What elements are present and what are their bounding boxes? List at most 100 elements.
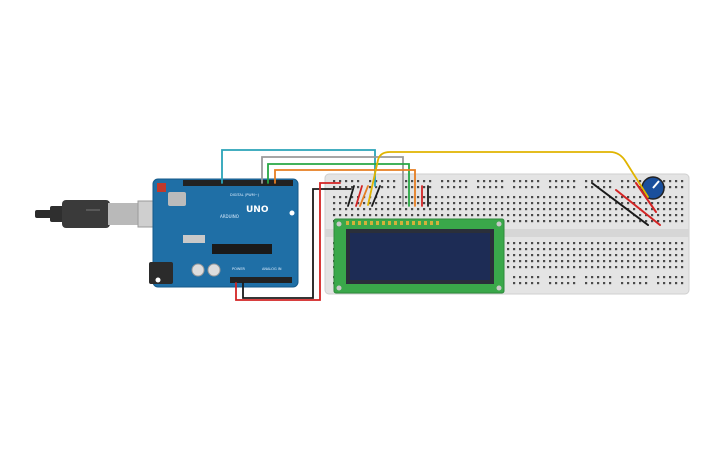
breadboard-hole (573, 202, 576, 205)
lcd-pin (418, 221, 421, 225)
breadboard-hole (645, 266, 648, 269)
breadboard-hole (657, 276, 660, 279)
breadboard-hole (351, 214, 354, 217)
arduino-board[interactable]: UNO ARDUINO DIGITAL (PWM~) POWER ANALOG … (149, 178, 299, 288)
breadboard-hole (489, 202, 492, 205)
breadboard-hole (351, 208, 354, 211)
breadboard-hole (573, 282, 576, 285)
breadboard-hole (579, 242, 582, 245)
board-brand: ARDUINO (220, 214, 239, 219)
breadboard-hole (357, 180, 360, 183)
breadboard-hole (591, 254, 594, 257)
breadboard-hole (513, 220, 516, 223)
breadboard-hole (621, 196, 624, 199)
lcd-screen (350, 233, 490, 280)
breadboard-hole (561, 266, 564, 269)
breadboard-hole (531, 214, 534, 217)
breadboard-hole (483, 214, 486, 217)
breadboard-hole (543, 208, 546, 211)
breadboard-hole (429, 202, 432, 205)
power-analog-header[interactable] (230, 277, 292, 283)
breadboard-hole (633, 242, 636, 245)
lcd-pin (382, 221, 385, 225)
lcd-pin (376, 221, 379, 225)
breadboard-hole (627, 196, 630, 199)
breadboard-hole (495, 208, 498, 211)
breadboard-hole (603, 266, 606, 269)
breadboard-hole (603, 208, 606, 211)
breadboard-hole (627, 260, 630, 263)
breadboard-hole (471, 196, 474, 199)
breadboard-hole (681, 248, 684, 251)
breadboard-hole (489, 186, 492, 189)
breadboard-hole (537, 186, 540, 189)
breadboard-hole (393, 214, 396, 217)
breadboard-hole (441, 202, 444, 205)
breadboard-hole (621, 248, 624, 251)
lcd-pins (346, 221, 439, 225)
breadboard-hole (447, 208, 450, 211)
breadboard-hole (447, 202, 450, 205)
breadboard-hole (357, 202, 360, 205)
breadboard-hole (537, 202, 540, 205)
breadboard-hole (669, 276, 672, 279)
breadboard-hole (573, 180, 576, 183)
breadboard-hole (585, 248, 588, 251)
breadboard-hole (471, 202, 474, 205)
breadboard-hole (447, 180, 450, 183)
breadboard-hole (657, 242, 660, 245)
breadboard-hole (609, 276, 612, 279)
breadboard-hole (597, 266, 600, 269)
breadboard-hole (645, 220, 648, 223)
breadboard-hole (627, 248, 630, 251)
breadboard-hole (519, 220, 522, 223)
breadboard-hole (501, 180, 504, 183)
breadboard-hole (681, 254, 684, 257)
breadboard-hole (537, 266, 540, 269)
lcd-pin (436, 221, 439, 225)
breadboard-hole (663, 180, 666, 183)
breadboard-hole (585, 208, 588, 211)
breadboard-hole (633, 276, 636, 279)
breadboard-hole (627, 202, 630, 205)
breadboard-hole (651, 260, 654, 263)
breadboard-hole (381, 180, 384, 183)
breadboard-hole (339, 202, 342, 205)
breadboard-hole (609, 282, 612, 285)
breadboard-hole (609, 180, 612, 183)
breadboard-hole (519, 202, 522, 205)
breadboard-hole (477, 180, 480, 183)
wires[interactable] (221, 149, 661, 301)
breadboard-hole (519, 242, 522, 245)
breadboard-hole (675, 276, 678, 279)
breadboard-hole (411, 180, 414, 183)
breadboard-hole (519, 254, 522, 257)
breadboard-hole (645, 260, 648, 263)
breadboard-hole (657, 266, 660, 269)
breadboard-hole (531, 186, 534, 189)
breadboard-hole (579, 220, 582, 223)
breadboard-hole (675, 208, 678, 211)
lcd-module[interactable] (333, 218, 505, 294)
breadboard-hole (591, 202, 594, 205)
lcd-pin (430, 221, 433, 225)
breadboard-hole (483, 208, 486, 211)
breadboard-hole (489, 214, 492, 217)
reset-button[interactable] (157, 183, 166, 192)
breadboard-hole (345, 196, 348, 199)
breadboard-hole (621, 202, 624, 205)
breadboard-hole (675, 248, 678, 251)
breadboard-hole (435, 202, 438, 205)
breadboard-hole (567, 248, 570, 251)
breadboard-hole (633, 220, 636, 223)
breadboard-hole (405, 202, 408, 205)
breadboard-hole (615, 196, 618, 199)
breadboard-hole (519, 276, 522, 279)
breadboard-hole (525, 186, 528, 189)
breadboard-hole (477, 186, 480, 189)
breadboard-hole (669, 254, 672, 257)
breadboard-hole (465, 180, 468, 183)
digital-header[interactable] (183, 180, 293, 186)
breadboard-hole (405, 180, 408, 183)
